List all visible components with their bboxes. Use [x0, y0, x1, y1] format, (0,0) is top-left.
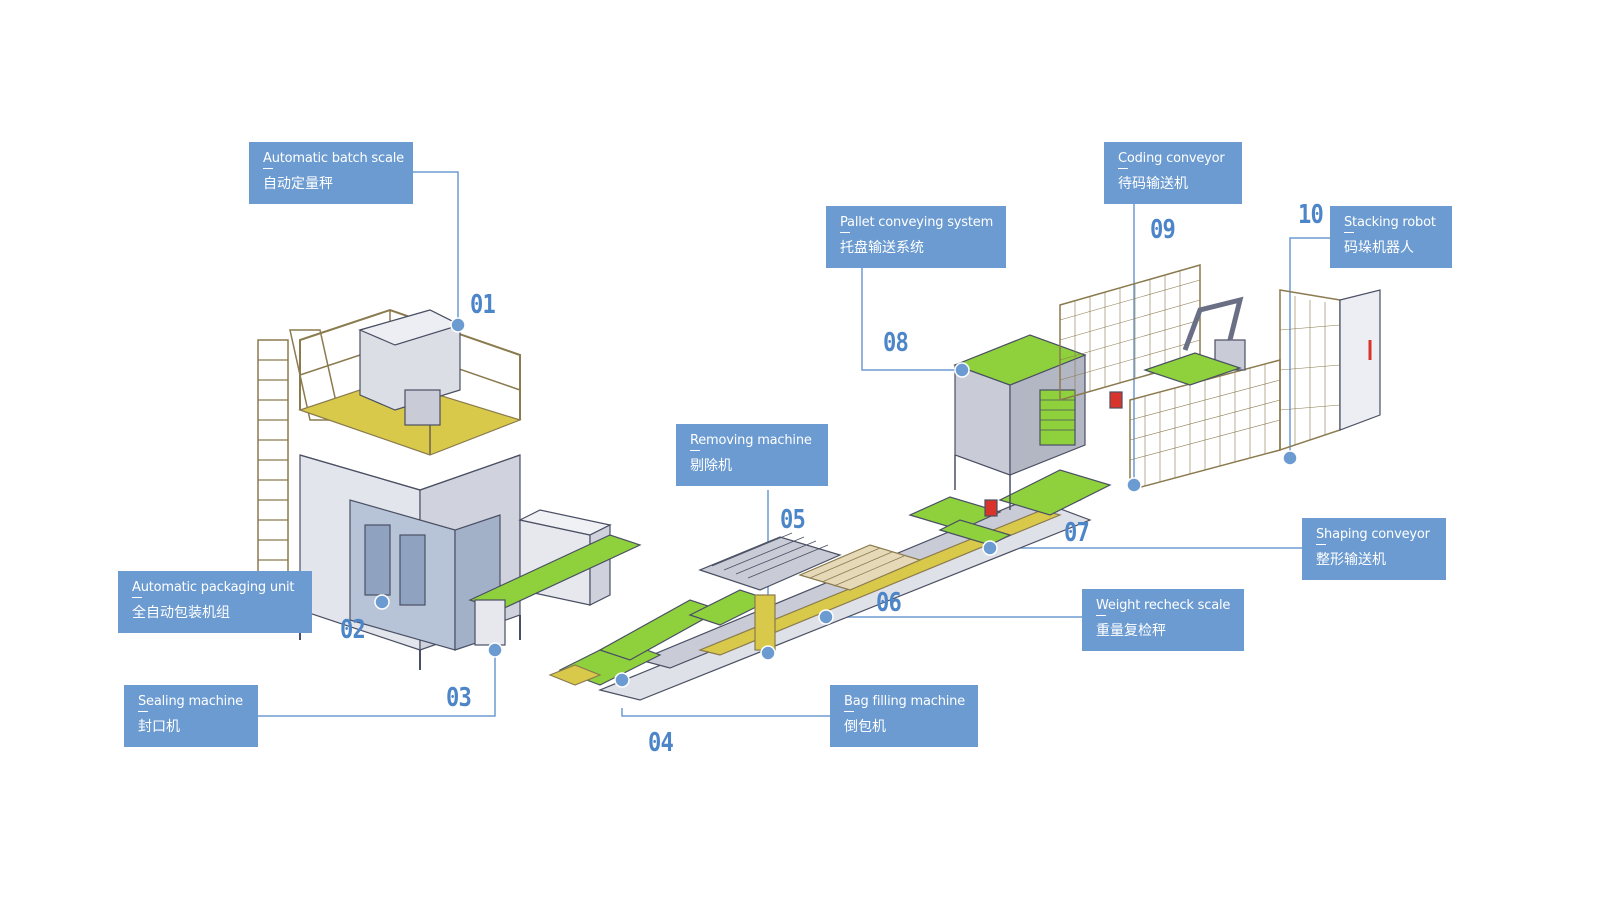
label-zh: 待码输送机 [1118, 176, 1188, 192]
removing-and-checkweigh [688, 532, 922, 651]
label-zh: 剔除机 [690, 458, 732, 474]
robot-arm [1182, 296, 1244, 351]
station-dot-02 [374, 594, 390, 610]
station-number-07: 07 [1064, 518, 1090, 548]
label-en: Automatic batch scale [263, 151, 404, 166]
robot-motor [1109, 391, 1123, 409]
label-sealing-machine: Sealing machine 封口机 [124, 685, 258, 747]
station-number-02: 02 [340, 615, 366, 645]
shaping-motor [984, 499, 998, 517]
station-number-06: 06 [876, 588, 902, 618]
label-zh: 码垛机器人 [1344, 240, 1414, 256]
label-zh: 倒包机 [844, 719, 886, 735]
label-zh: 全自动包装机组 [132, 605, 230, 621]
packaging-tower [257, 308, 612, 670]
pallet-magazine-top [953, 334, 1087, 386]
station-number-03: 03 [446, 683, 472, 713]
label-zh: 重量复检秤 [1096, 623, 1166, 639]
control-cabinet [1339, 289, 1381, 431]
machine-illustration [257, 264, 1381, 701]
station-dot-07 [982, 540, 998, 556]
label-zh: 整形输送机 [1316, 552, 1386, 568]
label-en: Stacking robot [1344, 214, 1442, 232]
label-weight-recheck-scale: Weight recheck scale 重量复检秤 [1082, 589, 1244, 651]
station-number-01: 01 [470, 290, 496, 320]
pallet-stack [1039, 389, 1076, 446]
yellow-rail [698, 509, 1062, 656]
label-removing-machine: Removing machine 剔除机 [676, 424, 828, 486]
label-en: Shaping conveyor [1316, 526, 1436, 544]
station-dot-03 [487, 642, 503, 658]
station-dot-01 [450, 317, 466, 333]
label-stacking-robot: Stacking robot 码垛机器人 [1330, 206, 1452, 268]
label-en: Sealing machine [138, 693, 248, 711]
label-en: Removing machine [690, 432, 818, 450]
robot-cell [1059, 264, 1381, 491]
pallet-system [953, 334, 1087, 510]
label-coding-conveyor: Coding conveyor 待码输送机 [1104, 142, 1242, 204]
label-automatic-batch-scale: Automatic batch scale 自动定量秤 [249, 142, 413, 204]
station-dot-06 [818, 609, 834, 625]
label-en: Weight recheck scale [1096, 597, 1234, 615]
label-en: Automatic packaging unit [132, 579, 302, 597]
station-dot-09 [1126, 477, 1142, 493]
label-pallet-conveying-system: Pallet conveying system 托盘输送系统 [826, 206, 1006, 268]
station-dots [374, 317, 1298, 688]
label-zh: 托盘输送系统 [840, 240, 924, 256]
station-number-09: 09 [1150, 215, 1176, 245]
shaping-conveyor [908, 469, 1112, 546]
label-zh: 封口机 [138, 719, 180, 735]
coding-conveyor-belt [998, 469, 1112, 516]
label-en: Pallet conveying system [840, 214, 996, 232]
label-zh: 自动定量秤 [263, 176, 333, 192]
station-number-04: 04 [648, 728, 674, 758]
ladder-rungs [258, 359, 288, 601]
station-dot-04 [614, 672, 630, 688]
station-dot-05 [760, 645, 776, 661]
station-number-08: 08 [883, 328, 909, 358]
label-automatic-packaging-unit: Automatic packaging unit 全自动包装机组 [118, 571, 312, 633]
roller-table [698, 536, 842, 591]
shaping-belt [908, 496, 1002, 531]
label-en: Coding conveyor [1118, 150, 1232, 168]
sealing-stand [474, 599, 506, 646]
yellow-tray [548, 664, 602, 686]
label-en: Bag filling machine [844, 693, 968, 711]
station-number-10: 10 [1298, 200, 1324, 230]
label-shaping-conveyor: Shaping conveyor 整形输送机 [1302, 518, 1446, 580]
label-bag-filling-machine: Bag filling machine 倒包机 [830, 685, 978, 747]
station-dot-10 [1282, 450, 1298, 466]
station-number-05: 05 [780, 505, 806, 535]
station-dot-08 [954, 362, 970, 378]
removing-cabinet [754, 594, 776, 651]
robot-pallet [1143, 352, 1242, 386]
